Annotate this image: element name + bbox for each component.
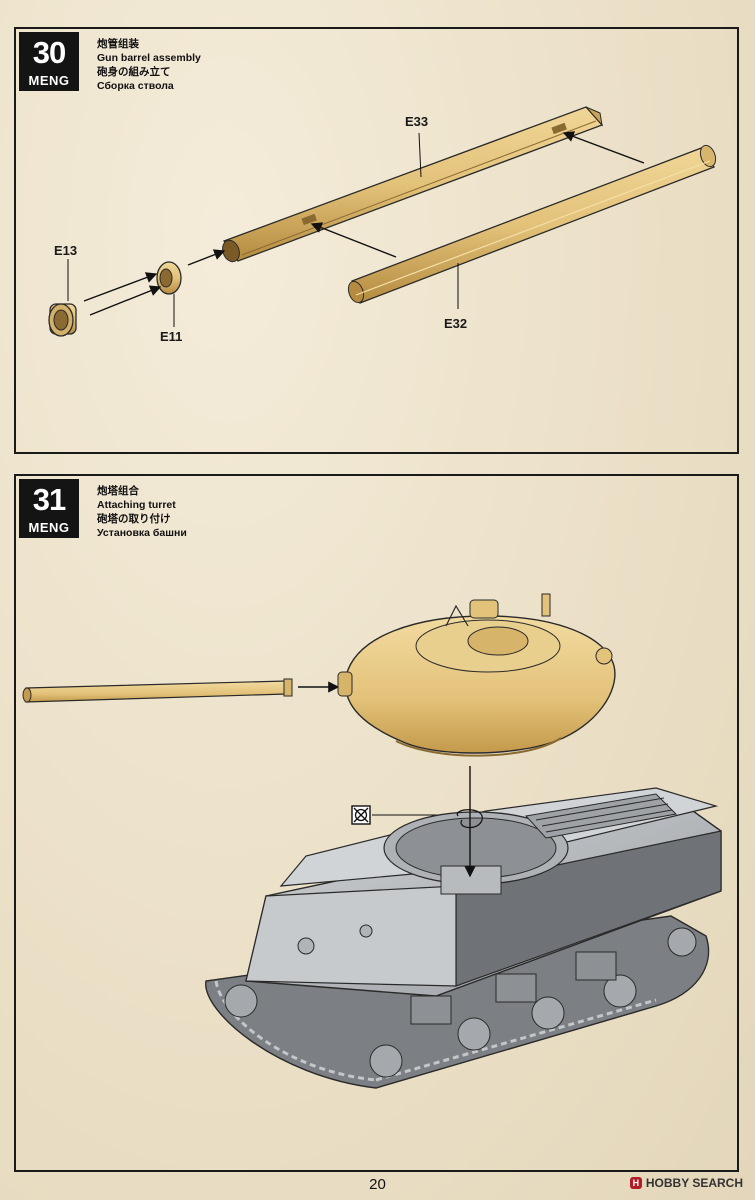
- tank-hull: [205, 787, 722, 1089]
- step-30-panel: 30 MENG 炮管组装 Gun barrel assembly 砲身の組み立て…: [14, 27, 739, 454]
- label-e33: E33: [405, 114, 428, 129]
- step-31-title-ja: 砲塔の取り付け: [97, 513, 171, 525]
- step-30-badge: 30 MENG: [19, 32, 79, 91]
- step-31-number: 31: [32, 482, 66, 517]
- step-30-number: 30: [32, 35, 66, 70]
- part-e11: [156, 261, 182, 295]
- step-31-badge: 31 MENG: [19, 479, 79, 538]
- leader-lines: [67, 132, 459, 327]
- watermark: H HOBBY SEARCH: [629, 1176, 743, 1190]
- step-31-title-zh: 炮塔组合: [97, 485, 139, 497]
- label-e32: E32: [444, 316, 467, 331]
- turret: [337, 593, 616, 757]
- label-e13: E13: [54, 243, 77, 258]
- watermark-text: HOBBY SEARCH: [645, 1176, 743, 1190]
- step-31-illustration: [22, 593, 722, 1089]
- hobby-search-logo-icon: H: [629, 1177, 642, 1189]
- part-e13: [48, 303, 77, 337]
- step-30-title-ru: Сборка ствола: [97, 80, 174, 92]
- step-31-brand: MENG: [28, 520, 70, 535]
- assembly-arrows: [83, 131, 645, 316]
- step-30-brand: MENG: [28, 73, 70, 88]
- step-30-title-zh: 炮管组装: [97, 38, 139, 50]
- label-e11: E11: [160, 329, 182, 344]
- do-not-glue-icon: [351, 805, 446, 825]
- step-31-title-ru: Установка башни: [97, 527, 187, 539]
- part-e32: [347, 144, 717, 304]
- step-31-panel: 31 MENG 炮塔组合 Attaching turret 砲塔の取り付け Ус…: [14, 474, 739, 1172]
- step-30-title-en: Gun barrel assembly: [97, 52, 201, 64]
- step-30-illustration: E33 E13 E11 E32: [48, 106, 717, 344]
- step-30-titles: 炮管组装 Gun barrel assembly 砲身の組み立て Сборка …: [97, 37, 201, 93]
- step-31-titles: 炮塔组合 Attaching turret 砲塔の取り付け Установка …: [97, 484, 187, 540]
- part-e33: [222, 106, 604, 263]
- step-30-title-ja: 砲身の組み立て: [97, 66, 171, 78]
- step-31-title-en: Attaching turret: [97, 499, 176, 511]
- turret-drop-arrow: [456, 766, 483, 878]
- page-number: 20: [369, 1176, 386, 1193]
- gun-barrel: [22, 678, 293, 703]
